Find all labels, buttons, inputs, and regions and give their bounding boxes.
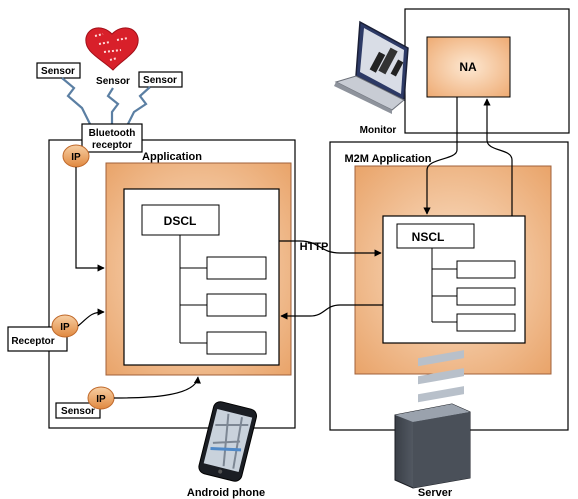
application-title: Application xyxy=(142,151,202,163)
sensor-label-left: Sensor xyxy=(41,66,75,77)
ip-label-top: IP xyxy=(71,152,81,163)
nscl-child-box-2 xyxy=(456,287,516,306)
monitor-label: Monitor xyxy=(360,125,397,136)
ip-label-sensor: IP xyxy=(96,394,106,405)
server-icon xyxy=(394,350,471,489)
na-box xyxy=(426,36,511,98)
arrow-sensor-to-application xyxy=(113,376,201,399)
arrow-na-to-nscl xyxy=(423,97,458,215)
dscl-label: DSCL xyxy=(164,214,197,228)
dscl-child-box-1 xyxy=(206,256,267,280)
server-label: Server xyxy=(418,487,453,499)
android-phone-label: Android phone xyxy=(187,487,265,499)
nscl-child-box-1 xyxy=(456,260,516,279)
laptop-icon xyxy=(334,20,409,114)
bluetooth-receptor-box xyxy=(81,123,143,153)
sensor-box-left xyxy=(36,62,81,79)
sensor-cables xyxy=(61,77,151,125)
sensor-box-right xyxy=(138,71,183,88)
sensor-label-bottom: Sensor xyxy=(61,406,95,417)
http-label: HTTP xyxy=(300,241,329,253)
nscl-box xyxy=(396,223,475,249)
sensor-label-heart: Sensor xyxy=(96,76,130,87)
receptor-box xyxy=(7,326,68,352)
ip-label-receptor: IP xyxy=(60,322,70,333)
dscl-child-box-2 xyxy=(206,293,267,317)
heart-icon xyxy=(85,27,139,71)
sensor-label-right: Sensor xyxy=(143,75,177,86)
na-label: NA xyxy=(459,60,477,74)
dscl-child-box-3 xyxy=(206,331,267,355)
nscl-label: NSCL xyxy=(412,230,445,244)
android-phone-icon xyxy=(198,401,258,482)
arrow-ip-top-to-application xyxy=(75,167,105,272)
nscl-tree-lines xyxy=(431,248,457,323)
arrow-receptor-to-application xyxy=(77,308,105,327)
receptor-label: Receptor xyxy=(11,336,54,347)
bluetooth-receptor-label-line2: receptor xyxy=(92,140,132,151)
arrow-nscl-to-dscl xyxy=(280,304,383,320)
dscl-tree-lines xyxy=(179,235,207,344)
arrow-http-to-nscl xyxy=(279,240,382,257)
m2m-application-title: M2M Application xyxy=(345,153,432,165)
sensor-box-bottom xyxy=(55,402,101,419)
dscl-box xyxy=(141,204,220,236)
arrow-nscl-to-na xyxy=(483,98,513,216)
bluetooth-receptor-label-line1: Bluetooth xyxy=(89,128,136,139)
nscl-child-box-3 xyxy=(456,313,516,332)
